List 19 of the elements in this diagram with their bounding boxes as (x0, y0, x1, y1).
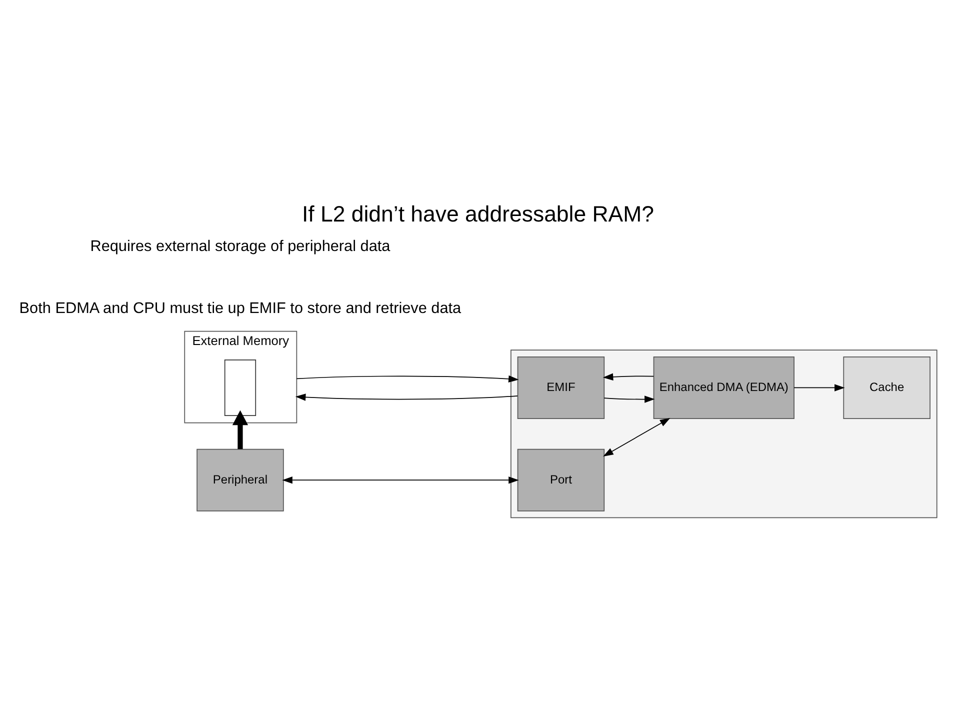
arrow (603, 418, 670, 456)
node-box (224, 359, 256, 416)
arrow (295, 393, 518, 400)
arrow (604, 395, 655, 402)
label: Both EDMA and CPU must tie up EMIF to store and retrieve data (19, 299, 462, 316)
node-box: Enhanced DMA (EDMA) (653, 356, 794, 418)
diagram-title: If L2 didn’t have addressable RAM? (302, 201, 654, 226)
arrow (232, 410, 248, 449)
node-box: Port (517, 448, 605, 511)
label: Requires external storage of peripheral data (90, 238, 390, 255)
node-box: Cache (843, 356, 930, 418)
arrow (282, 476, 519, 484)
cluster: External Memory (184, 330, 298, 423)
node-box: Peripheral (196, 448, 284, 511)
arrow (602, 372, 654, 380)
cluster (510, 349, 938, 518)
arrow (296, 374, 519, 382)
node-box: EMIF (517, 356, 605, 418)
arrow (794, 384, 845, 391)
